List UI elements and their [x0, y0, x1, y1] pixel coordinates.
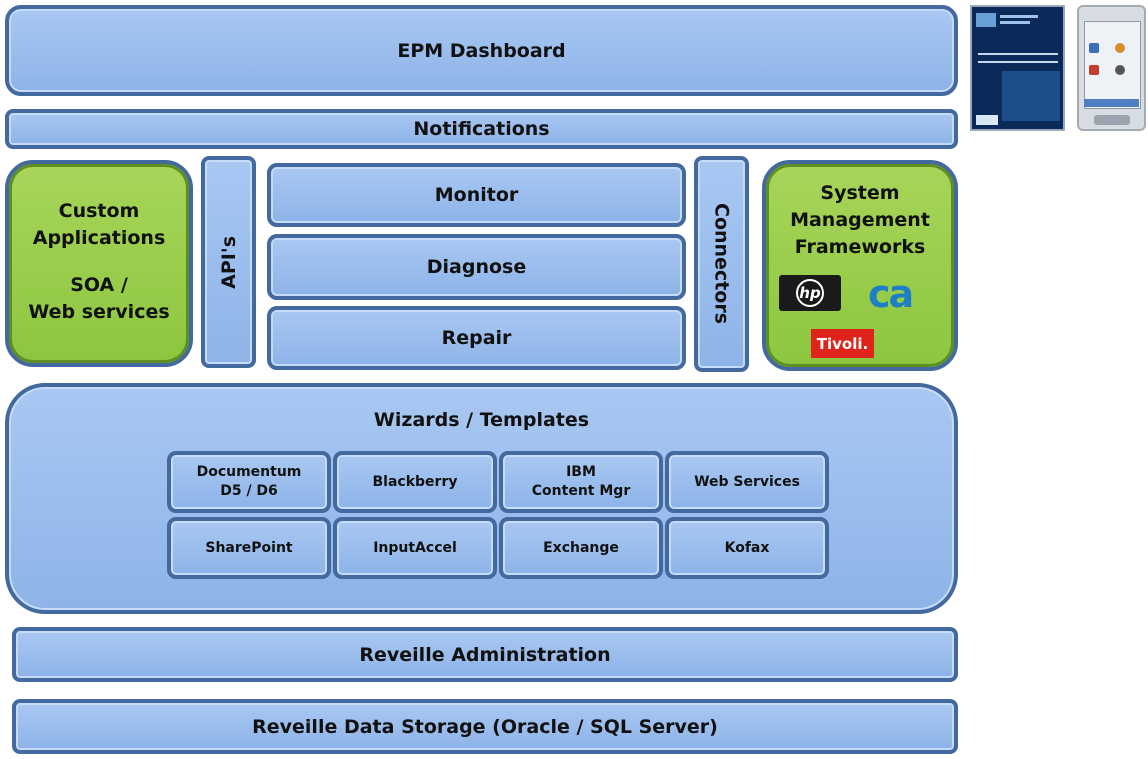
wizard-item-sharepoint: SharePoint	[167, 517, 331, 579]
notifications-bar: Notifications	[5, 109, 958, 149]
connectors-label: Connectors	[710, 203, 733, 325]
diagnose-label: Diagnose	[426, 256, 527, 278]
wizard-item-label: Web Services	[694, 473, 800, 490]
wizard-item-label: Exchange	[543, 539, 619, 556]
wizard-item-blackberry: Blackberry	[333, 451, 497, 513]
smf-line2: Management	[790, 209, 930, 231]
apis-label: API's	[217, 235, 240, 289]
hp-logo: hp	[779, 275, 841, 311]
wizard-item-ibm-content-mgr: IBM Content Mgr	[499, 451, 663, 513]
wizards-title: Wizards / Templates	[373, 409, 590, 431]
custom-applications-box: Custom Applications SOA / Web services	[5, 160, 193, 367]
wizard-item-label: Documentum	[196, 464, 302, 480]
storage-label: Reveille Data Storage (Oracle / SQL Serv…	[252, 715, 718, 738]
notifications-label: Notifications	[413, 118, 550, 140]
device-screenshot-thumbnail-2	[1077, 5, 1146, 131]
apis-box: API's	[201, 156, 256, 368]
wizard-item-label: Blackberry	[372, 473, 458, 490]
wizard-item-label: Kofax	[724, 539, 770, 556]
custom-apps-line1: Custom	[58, 200, 140, 222]
reveille-data-storage: Reveille Data Storage (Oracle / SQL Serv…	[12, 699, 958, 754]
epm-dashboard: EPM Dashboard	[5, 5, 958, 96]
custom-apps-line3: SOA /	[70, 274, 128, 296]
wizard-item-documentum: Documentum D5 / D6	[167, 451, 331, 513]
wizard-item-label: IBM	[566, 464, 596, 480]
wizard-item-sublabel: D5 / D6	[220, 483, 278, 499]
wizard-item-label: InputAccel	[373, 539, 457, 556]
wizard-item-web-services: Web Services	[665, 451, 829, 513]
wizard-item-kofax: Kofax	[665, 517, 829, 579]
custom-apps-line2: Applications	[32, 227, 166, 249]
monitor-box: Monitor	[267, 163, 686, 227]
wizard-item-sublabel: Content Mgr	[531, 483, 631, 499]
wizard-item-inputaccel: InputAccel	[333, 517, 497, 579]
repair-label: Repair	[441, 327, 512, 349]
smf-line3: Frameworks	[794, 236, 926, 258]
repair-box: Repair	[267, 306, 686, 370]
epm-dashboard-label: EPM Dashboard	[397, 39, 566, 62]
reveille-administration: Reveille Administration	[12, 627, 958, 682]
connectors-box: Connectors	[694, 156, 749, 372]
diagnose-box: Diagnose	[267, 234, 686, 300]
ca-logo: ca	[868, 274, 928, 314]
monitor-label: Monitor	[434, 184, 519, 206]
tivoli-logo: Tivoli.	[811, 329, 874, 358]
administration-label: Reveille Administration	[359, 643, 611, 666]
custom-apps-line4: Web services	[28, 301, 170, 323]
wizard-item-exchange: Exchange	[499, 517, 663, 579]
device-screenshot-thumbnail-1	[970, 5, 1065, 131]
hp-logo-text: hp	[799, 284, 821, 302]
tivoli-logo-text: Tivoli.	[816, 334, 869, 353]
ca-logo-text: ca	[868, 272, 914, 316]
wizard-item-label: SharePoint	[205, 539, 293, 556]
smf-line1: System	[820, 182, 900, 204]
